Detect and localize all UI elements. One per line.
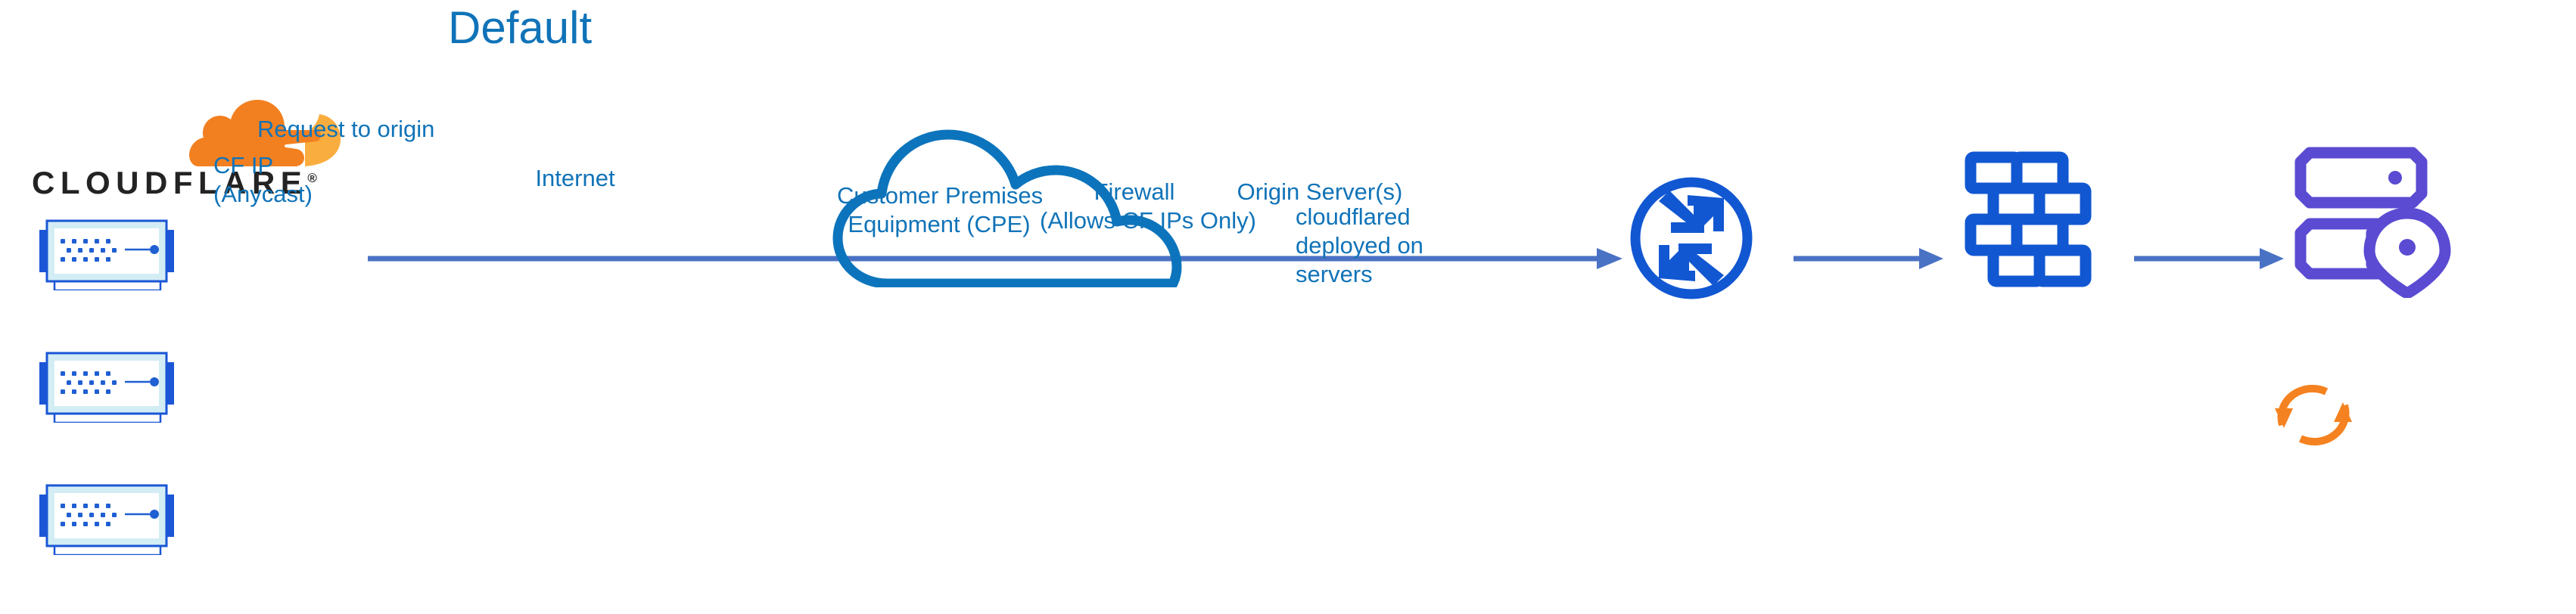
cloudflare-server-3 [38,482,176,555]
cf-ip-anycast-label: CF IP (Anycast) [213,152,313,207]
registered-mark: ® [307,171,317,185]
cloudflare-server-1 [38,218,176,290]
flow-arrow-firewall-to-origin [2134,243,2285,274]
origin-server-label: Origin Server(s) [1237,178,1403,205]
sync-arrows-icon [2272,375,2355,454]
cpe-label: Customer Premises Equipment (CPE) [837,182,1044,237]
internet-cloud-icon [829,113,1279,289]
router-icon [1627,174,1756,302]
firewall-label: Firewall (Allows CF IPs Only) [1040,178,1256,234]
flow-arrow-cpe-to-firewall [1794,243,1945,274]
wordmark-text: CLOUDFLARE [32,165,308,200]
cloudflare-logo: CLOUDFLARE® [32,100,350,201]
cloudflare-cloud-logo-icon [189,100,341,168]
page-title: Default [448,2,593,53]
cloudflare-server-2 [38,350,176,423]
cloudflare-wordmark: CLOUDFLARE® [32,165,317,201]
cloudflared-annotation-label: cloudflared deployed on servers [1296,203,1423,287]
internet-label: Internet [535,165,615,191]
request-to-origin-label: Request to origin [257,116,435,142]
server-rack-location-pin-icon [2293,138,2462,299]
brick-wall-icon [1960,151,2098,299]
flow-arrow-origin-request [368,243,1624,274]
